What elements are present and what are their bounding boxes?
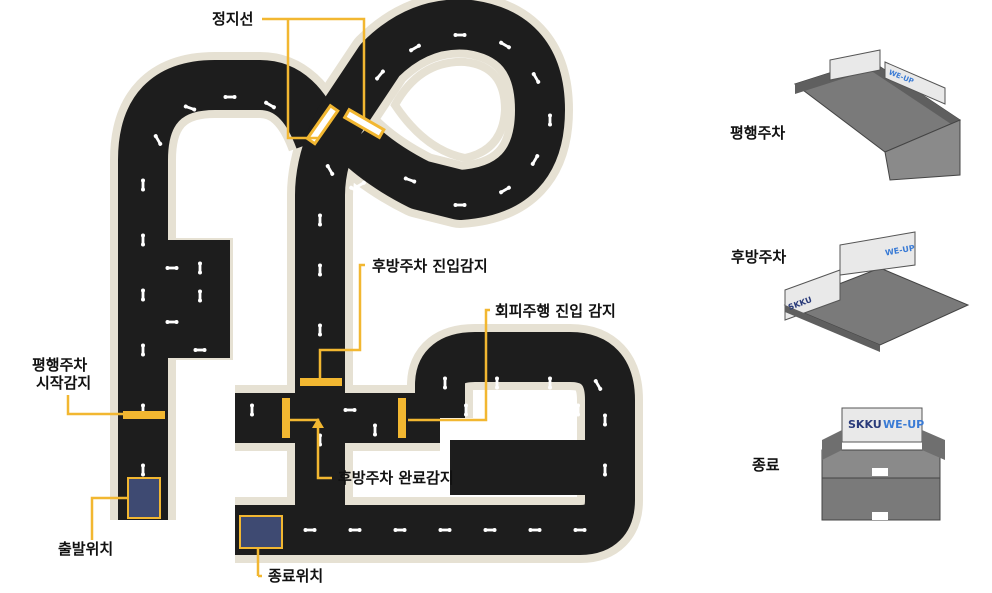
parallel-parking-block [118, 240, 230, 358]
thumb-parallel-label: 평행주차 [730, 124, 786, 142]
finish-thumbnail [821, 407, 945, 521]
finish-brand-right: WE-UP [883, 418, 925, 431]
avoid-entry-callout [408, 308, 490, 422]
reverse-done-arrow [312, 418, 324, 428]
callout-lines [66, 17, 490, 578]
reverse-entry-callout [318, 263, 365, 378]
stop-line-callout-2 [286, 19, 318, 140]
parallel-parking-thumbnail [793, 49, 962, 181]
stop-line-right-marker [342, 107, 386, 140]
start-box [127, 477, 161, 519]
stop-line-left-marker [305, 103, 340, 146]
parallel-start-callout [66, 395, 123, 416]
reverse-parking-thumbnail [783, 231, 970, 352]
reverse-entry-label: 후방주차 진입감지 [372, 257, 488, 275]
right-loop-hole [450, 440, 585, 495]
reverse-done-callout [290, 418, 332, 480]
reverse-done-marker [282, 398, 290, 438]
thumb-finish-label: 종료 [752, 456, 780, 474]
end-position-label: 종료위치 [268, 567, 324, 585]
finish-brand-left: SKKU [848, 418, 882, 431]
start-callout [90, 496, 128, 540]
start-position-label: 출발위치 [58, 540, 114, 558]
stop-line-label: 정지선 [212, 10, 254, 28]
avoid-entry-marker [398, 398, 406, 438]
reverse-done-label: 후방주차 완료감지 [338, 469, 454, 487]
avoid-entry-label: 회피주행 진입 감지 [495, 302, 616, 320]
parallel-start-label-1: 평행주차 [32, 356, 88, 374]
parallel-start-label-2: 시작감지 [36, 374, 92, 392]
end-box [239, 515, 283, 549]
thumb-reverse-label: 후방주차 [731, 248, 787, 266]
reverse-entry-marker [300, 378, 342, 386]
sensor-markers [123, 103, 406, 438]
loop-hole [390, 57, 510, 163]
stop-line-callout [262, 17, 366, 118]
parallel-start-marker [123, 411, 165, 419]
